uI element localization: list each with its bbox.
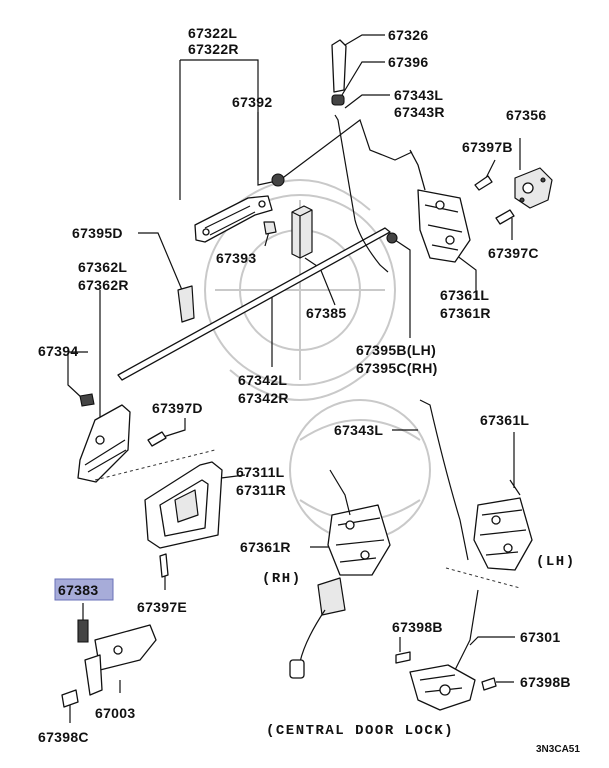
label-67385: 67385 (306, 305, 346, 321)
label-67311: 67311L (236, 464, 285, 480)
label-67342-r: 67342R (238, 390, 289, 406)
screw-67397d (147, 431, 167, 447)
label-67397e: 67397E (137, 599, 187, 615)
clip-67393 (263, 221, 277, 235)
label-67362: 67362L (78, 259, 127, 275)
label-67361l: 67361L (480, 412, 529, 428)
label-67397c: 67397C (488, 245, 539, 261)
label-67361r: 67361R (240, 539, 291, 555)
label-67326: 67326 (388, 27, 428, 43)
label-67361-top: 67361L (440, 287, 489, 303)
label-67395bc: 67395B(LH) (356, 342, 436, 358)
label-central-door-lock: (CENTRAL DOOR LOCK) (266, 723, 454, 739)
screw-67398b-right (481, 677, 497, 691)
rod-67301 (454, 589, 479, 671)
label-67383: 67383 (58, 582, 98, 598)
label-67343-top-r: 67343R (394, 104, 445, 120)
label-67301: 67301 (520, 629, 560, 645)
leader-lines (67, 34, 521, 723)
label-67394: 67394 (38, 343, 78, 359)
labels: 67322L 67322R 67326 67396 67343L 67343R … (38, 25, 580, 755)
label-67356: 67356 (506, 107, 546, 123)
label-67395d: 67395D (72, 225, 123, 241)
label-67311-r: 67311R (236, 482, 286, 498)
label-67362-r: 67362R (78, 277, 129, 293)
label-67343-top: 67343L (394, 87, 443, 103)
grommet-67396 (331, 94, 345, 106)
label-67361-top-r: 67361R (440, 305, 491, 321)
clip-67395d (177, 285, 195, 323)
label-67322-r: 67322R (188, 41, 239, 57)
rod-67343-upper (334, 114, 389, 273)
dashed-guide-lh (445, 567, 521, 589)
clip-67392 (271, 173, 285, 187)
label-67396: 67396 (388, 54, 428, 70)
striker-67356 (514, 167, 553, 209)
label-67397d: 67397D (152, 400, 203, 416)
inside-handle-bracket-67362 (77, 404, 131, 483)
dashed-guide-bezel (94, 449, 216, 481)
block-67385 (291, 205, 313, 259)
latch-67361-upper (409, 149, 471, 263)
label-diagram-code: 3N3CA51 (536, 744, 580, 755)
label-67398b-a: 67398B (392, 619, 443, 635)
part-67383 (77, 619, 89, 643)
rod-67342 (117, 227, 391, 381)
label-67393: 67393 (216, 250, 256, 266)
rod-67343-link (279, 119, 413, 181)
rod-67343l (419, 399, 469, 561)
label-rh: (RH) (262, 571, 302, 587)
lock-rh-67361r (289, 469, 391, 679)
label-67003: 67003 (95, 705, 135, 721)
label-lh: (LH) (536, 554, 576, 570)
check-67003 (84, 624, 157, 696)
label-67397b: 67397B (462, 139, 513, 155)
pin-67326 (331, 39, 347, 93)
screw-67397b (474, 175, 493, 191)
screw-67398c (61, 689, 79, 708)
label-67322: 67322L (188, 25, 237, 41)
label-67395bc-c: 67395C(RH) (356, 360, 438, 376)
label-67342: 67342L (238, 372, 287, 388)
label-67398b-b: 67398B (520, 674, 571, 690)
screw-67397e (159, 553, 169, 578)
highlight-67383 (54, 578, 114, 601)
label-67398c: 67398C (38, 729, 89, 745)
label-67343l: 67343L (334, 422, 383, 438)
screw-67397c (495, 209, 515, 225)
clip-67394 (79, 393, 95, 407)
label-67392: 67392 (232, 94, 272, 110)
clip-67395 (386, 232, 398, 244)
screw-67398b-left (395, 651, 411, 664)
actuator-central-lock (409, 664, 476, 711)
lock-lh-67361l (473, 479, 533, 571)
outside-handle-67322 (194, 195, 273, 243)
bezel-67311 (144, 461, 223, 549)
